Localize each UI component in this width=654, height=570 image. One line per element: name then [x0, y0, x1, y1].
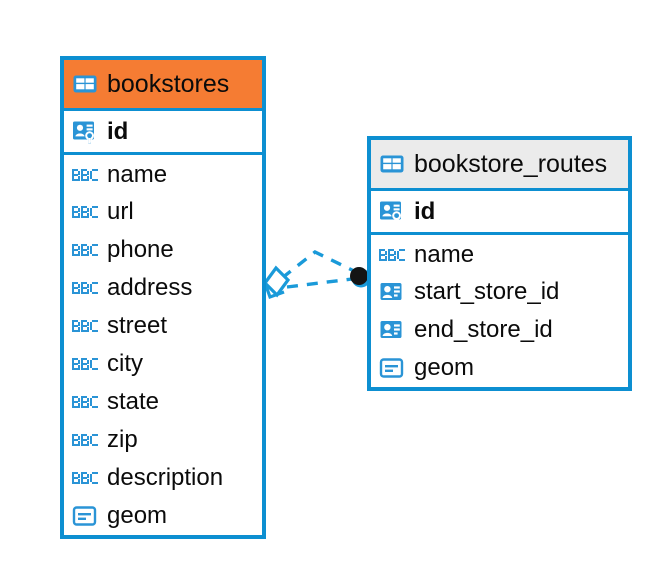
- field-row-city[interactable]: city: [64, 345, 262, 383]
- field-row-id[interactable]: id: [64, 108, 262, 155]
- field-row-name[interactable]: name: [64, 155, 262, 193]
- field-label: id: [107, 117, 129, 145]
- table-icon: [72, 71, 98, 97]
- text-type-icon: [72, 241, 98, 259]
- text-type-icon: [72, 203, 98, 221]
- field-row-geom[interactable]: geom: [371, 349, 628, 387]
- primary-key-icon: [72, 119, 98, 145]
- text-type-icon: [72, 393, 98, 411]
- field-label: name: [107, 161, 168, 188]
- text-type-icon: [72, 317, 98, 335]
- field-label: city: [107, 350, 143, 377]
- field-label: phone: [107, 236, 174, 263]
- relationship-line-straight: [286, 277, 353, 289]
- field-row-street[interactable]: street: [64, 307, 262, 345]
- field-label: state: [107, 388, 160, 415]
- field-row-description[interactable]: description: [64, 459, 262, 497]
- field-row-end-store-id[interactable]: end_store_id: [371, 311, 628, 349]
- diamond-marker: [262, 265, 291, 300]
- field-row-geom[interactable]: geom: [64, 497, 262, 535]
- field-row-url[interactable]: url: [64, 193, 262, 231]
- entity-bookstore-routes[interactable]: bookstore_routes id: [367, 136, 632, 391]
- field-row-phone[interactable]: phone: [64, 231, 262, 269]
- entity-title: bookstore_routes: [414, 149, 608, 178]
- entity-header-bookstores[interactable]: bookstores: [64, 60, 262, 108]
- field-label: start_store_id: [414, 278, 560, 305]
- field-label: url: [107, 198, 134, 225]
- text-type-icon: [72, 279, 98, 297]
- field-label: description: [107, 464, 224, 491]
- field-row-state[interactable]: state: [64, 383, 262, 421]
- geometry-type-icon: [379, 355, 405, 381]
- foreign-key-icon: [379, 317, 405, 343]
- text-type-icon: [72, 355, 98, 373]
- field-label: zip: [107, 426, 138, 453]
- field-label: street: [107, 312, 168, 339]
- primary-key-icon: [379, 199, 405, 225]
- field-label: end_store_id: [414, 316, 553, 343]
- field-row-id[interactable]: id: [371, 188, 628, 235]
- foreign-key-icon: [379, 279, 405, 305]
- text-type-icon: [379, 246, 405, 264]
- field-row-zip[interactable]: zip: [64, 421, 262, 459]
- entity-header-bookstore-routes[interactable]: bookstore_routes: [371, 140, 628, 188]
- text-type-icon: [72, 166, 98, 184]
- entity-title: bookstores: [107, 69, 230, 98]
- field-row-name[interactable]: name: [371, 235, 628, 273]
- field-label: address: [107, 274, 193, 301]
- field-label: geom: [414, 354, 475, 381]
- field-list-bookstores: name: [64, 155, 262, 535]
- text-type-icon: [72, 431, 98, 449]
- relationship-line-arc: [280, 250, 357, 280]
- field-row-start-store-id[interactable]: start_store_id: [371, 273, 628, 311]
- field-list-bookstore-routes: name start_store_id: [371, 235, 628, 387]
- entity-bookstores[interactable]: bookstores id: [60, 56, 266, 539]
- field-label: name: [414, 241, 475, 268]
- text-type-icon: [72, 469, 98, 487]
- table-icon: [379, 151, 405, 177]
- field-label: id: [414, 197, 436, 225]
- field-label: geom: [107, 502, 168, 529]
- field-row-address[interactable]: address: [64, 269, 262, 307]
- geometry-type-icon: [72, 503, 98, 529]
